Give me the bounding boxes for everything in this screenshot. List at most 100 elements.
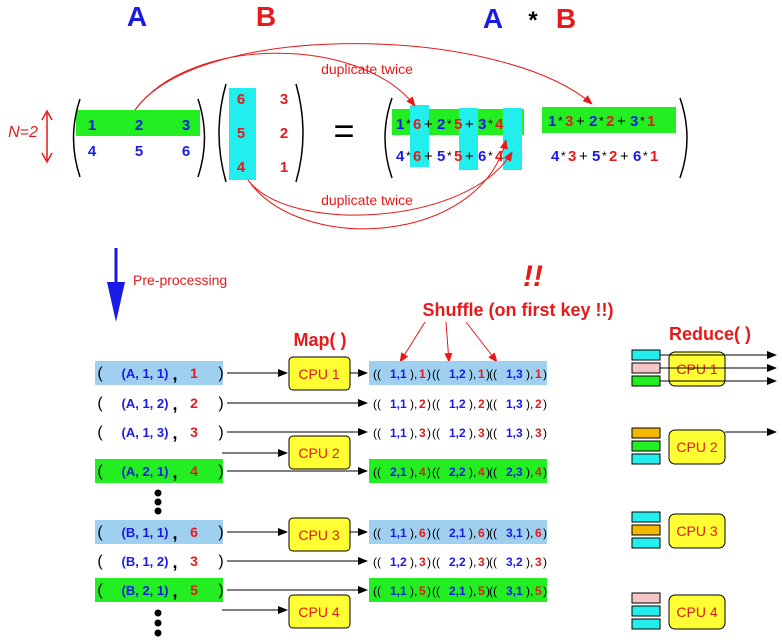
dup-label-bottom: duplicate twice (321, 192, 413, 208)
pair-open: (( (373, 397, 381, 411)
result-a-term: 1 (396, 116, 404, 133)
output-row: ((1,1),2)((1,2),2)((1,3),2) (373, 397, 547, 411)
pair-open: (( (489, 584, 497, 598)
pair-open: (( (432, 367, 440, 381)
result-times: * (599, 114, 604, 128)
input-value: 5 (190, 582, 198, 598)
matrix-a-cell: 4 (88, 143, 97, 160)
pair-sep: ), (410, 367, 417, 381)
result-cyan-b5 (459, 108, 478, 170)
input-key: (A, 2, 1) (122, 464, 169, 479)
duplicate-arrows (134, 43, 593, 230)
pair-close: ) (543, 426, 547, 440)
ellipsis-dots-1 (154, 489, 162, 515)
pair-close: ) (486, 584, 490, 598)
input-key: (B, 2, 1) (122, 583, 169, 598)
shuffle-exclaim: !! (523, 260, 543, 293)
result-b-term: 5 (454, 116, 462, 133)
reduce-group-2: CPU 2 (631, 427, 726, 465)
pair-open: (( (489, 465, 497, 479)
pair-value: 2 (478, 397, 485, 411)
matrix-a-cell: 1 (88, 117, 96, 134)
input-value: 1 (190, 365, 198, 381)
paren-close: ) (218, 582, 223, 599)
result-a-term: 4 (396, 148, 405, 165)
comma: , (172, 364, 177, 384)
matrix-a-cell: 2 (135, 117, 143, 134)
comma: , (172, 552, 177, 572)
pair-close: ) (427, 584, 431, 598)
result-a-term: 6 (633, 148, 641, 165)
n-label: N=2 (8, 124, 38, 141)
comma: , (172, 462, 177, 482)
paren-close: ) (218, 365, 223, 382)
preprocessing-arrow (107, 248, 125, 322)
reduce-cpu-box (668, 513, 726, 549)
reduce-input-block (631, 375, 661, 387)
pair-close: ) (486, 465, 490, 479)
map-title: Map( ) (294, 330, 347, 350)
pair-value: 1 (478, 367, 485, 381)
result-a-term: 5 (437, 148, 445, 165)
result-matrix: 1*6+2*5+3*44*6+5*5+6*41*3+2*2+3*14*3+5*2… (384, 97, 688, 179)
pair-value: 2 (419, 397, 426, 411)
matrix-a-cell: 6 (182, 143, 190, 160)
result-row1-col1-highlight (542, 107, 676, 133)
dup-label-top: duplicate twice (321, 61, 413, 77)
paren-open: ( (97, 463, 103, 480)
output-row: ((1,1),6)((2,1),6)((3,1),6) (369, 520, 547, 544)
comma: , (172, 394, 177, 414)
reduce-group-3: CPU 3 (631, 511, 726, 549)
pair-key: 1,2 (390, 555, 407, 569)
paren-close: ) (218, 524, 223, 541)
pair-close: ) (486, 426, 490, 440)
header-a: A (127, 1, 147, 32)
pair-close: ) (543, 555, 547, 569)
pair-key: 1,2 (449, 367, 466, 381)
result-times: * (447, 117, 452, 131)
pair-key: 2,1 (449, 526, 466, 540)
pair-open: (( (489, 555, 497, 569)
result-times: * (561, 149, 566, 163)
matrix-b-cell: 5 (237, 125, 245, 142)
input-row-highlight (95, 520, 223, 544)
paren-open: ( (97, 395, 103, 412)
pair-sep: ), (526, 555, 533, 569)
pair-sep: ), (410, 526, 417, 540)
pair-value: 3 (535, 426, 542, 440)
header-ab-a: A (483, 3, 503, 34)
pair-key: 1,3 (506, 397, 523, 411)
pair-open: (( (373, 426, 381, 440)
pair-sep: ), (526, 526, 533, 540)
input-value: 3 (190, 424, 198, 440)
reduce-input-block (631, 440, 661, 452)
pair-key: 3,1 (506, 584, 523, 598)
pair-sep: ), (469, 426, 476, 440)
pair-sep: ), (410, 584, 417, 598)
header-ab-b: B (556, 3, 576, 34)
pair-value: 3 (419, 555, 426, 569)
pair-key: 2,2 (449, 465, 466, 479)
input-row: ((B, 1, 2),3) (97, 552, 223, 572)
result-a-term: 6 (478, 148, 486, 165)
pair-sep: ), (469, 465, 476, 479)
reduce-input-block (631, 618, 661, 630)
pair-sep: ), (526, 367, 533, 381)
pair-open: (( (489, 526, 497, 540)
matrix-b-cell: 1 (280, 159, 288, 176)
reduce-input-block (631, 511, 661, 523)
pair-key: 1,3 (506, 426, 523, 440)
pair-sep: ), (526, 397, 533, 411)
pair-open: (( (432, 397, 440, 411)
pair-value: 5 (478, 584, 485, 598)
reduce-input-block (631, 427, 661, 439)
pair-value: 6 (478, 526, 485, 540)
n-size-arrow (41, 109, 53, 164)
result-b-term: 1 (650, 148, 658, 165)
pair-key: 1,1 (390, 584, 407, 598)
pair-open: (( (489, 426, 497, 440)
pair-close: ) (427, 465, 431, 479)
pair-sep: ), (469, 555, 476, 569)
